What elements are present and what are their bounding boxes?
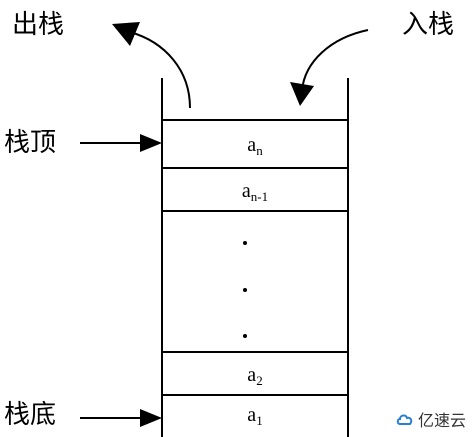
pop-arrow-curve — [129, 31, 191, 109]
brand-name: 亿速云 — [417, 411, 466, 430]
top-label: 栈顶 — [4, 128, 57, 158]
cell-bottom: a1 — [162, 404, 348, 432]
cell-top: an — [162, 134, 348, 162]
pop-arrow-head — [112, 22, 140, 46]
cell-top-sub: n — [256, 143, 263, 158]
push-label: 入栈 — [402, 10, 455, 40]
cloud-logo-icon — [396, 414, 413, 425]
cell-second-sub: n-1 — [250, 189, 269, 204]
cell-second-base: a — [241, 180, 251, 202]
top-pointer-head — [140, 134, 162, 152]
cell-second-last-base: a — [247, 364, 257, 386]
cell-second-last: a2 — [162, 364, 348, 392]
cell-bottom-sub: 1 — [256, 413, 263, 428]
bottom-pointer-head — [140, 409, 162, 427]
cell-bottom-base: a — [247, 404, 257, 426]
cell-second: an-1 — [162, 180, 348, 208]
push-arrow-head — [290, 82, 314, 106]
pop-label: 出栈 — [12, 10, 65, 40]
ellipsis-dot — [243, 334, 247, 338]
ellipsis-dot — [243, 288, 247, 292]
brand-watermark: 亿速云 — [396, 407, 466, 431]
bottom-label: 栈底 — [4, 400, 57, 430]
ellipsis-dot — [243, 241, 247, 245]
cell-second-last-sub: 2 — [256, 373, 263, 388]
cell-top-base: a — [247, 134, 257, 156]
push-arrow-curve — [301, 29, 369, 91]
